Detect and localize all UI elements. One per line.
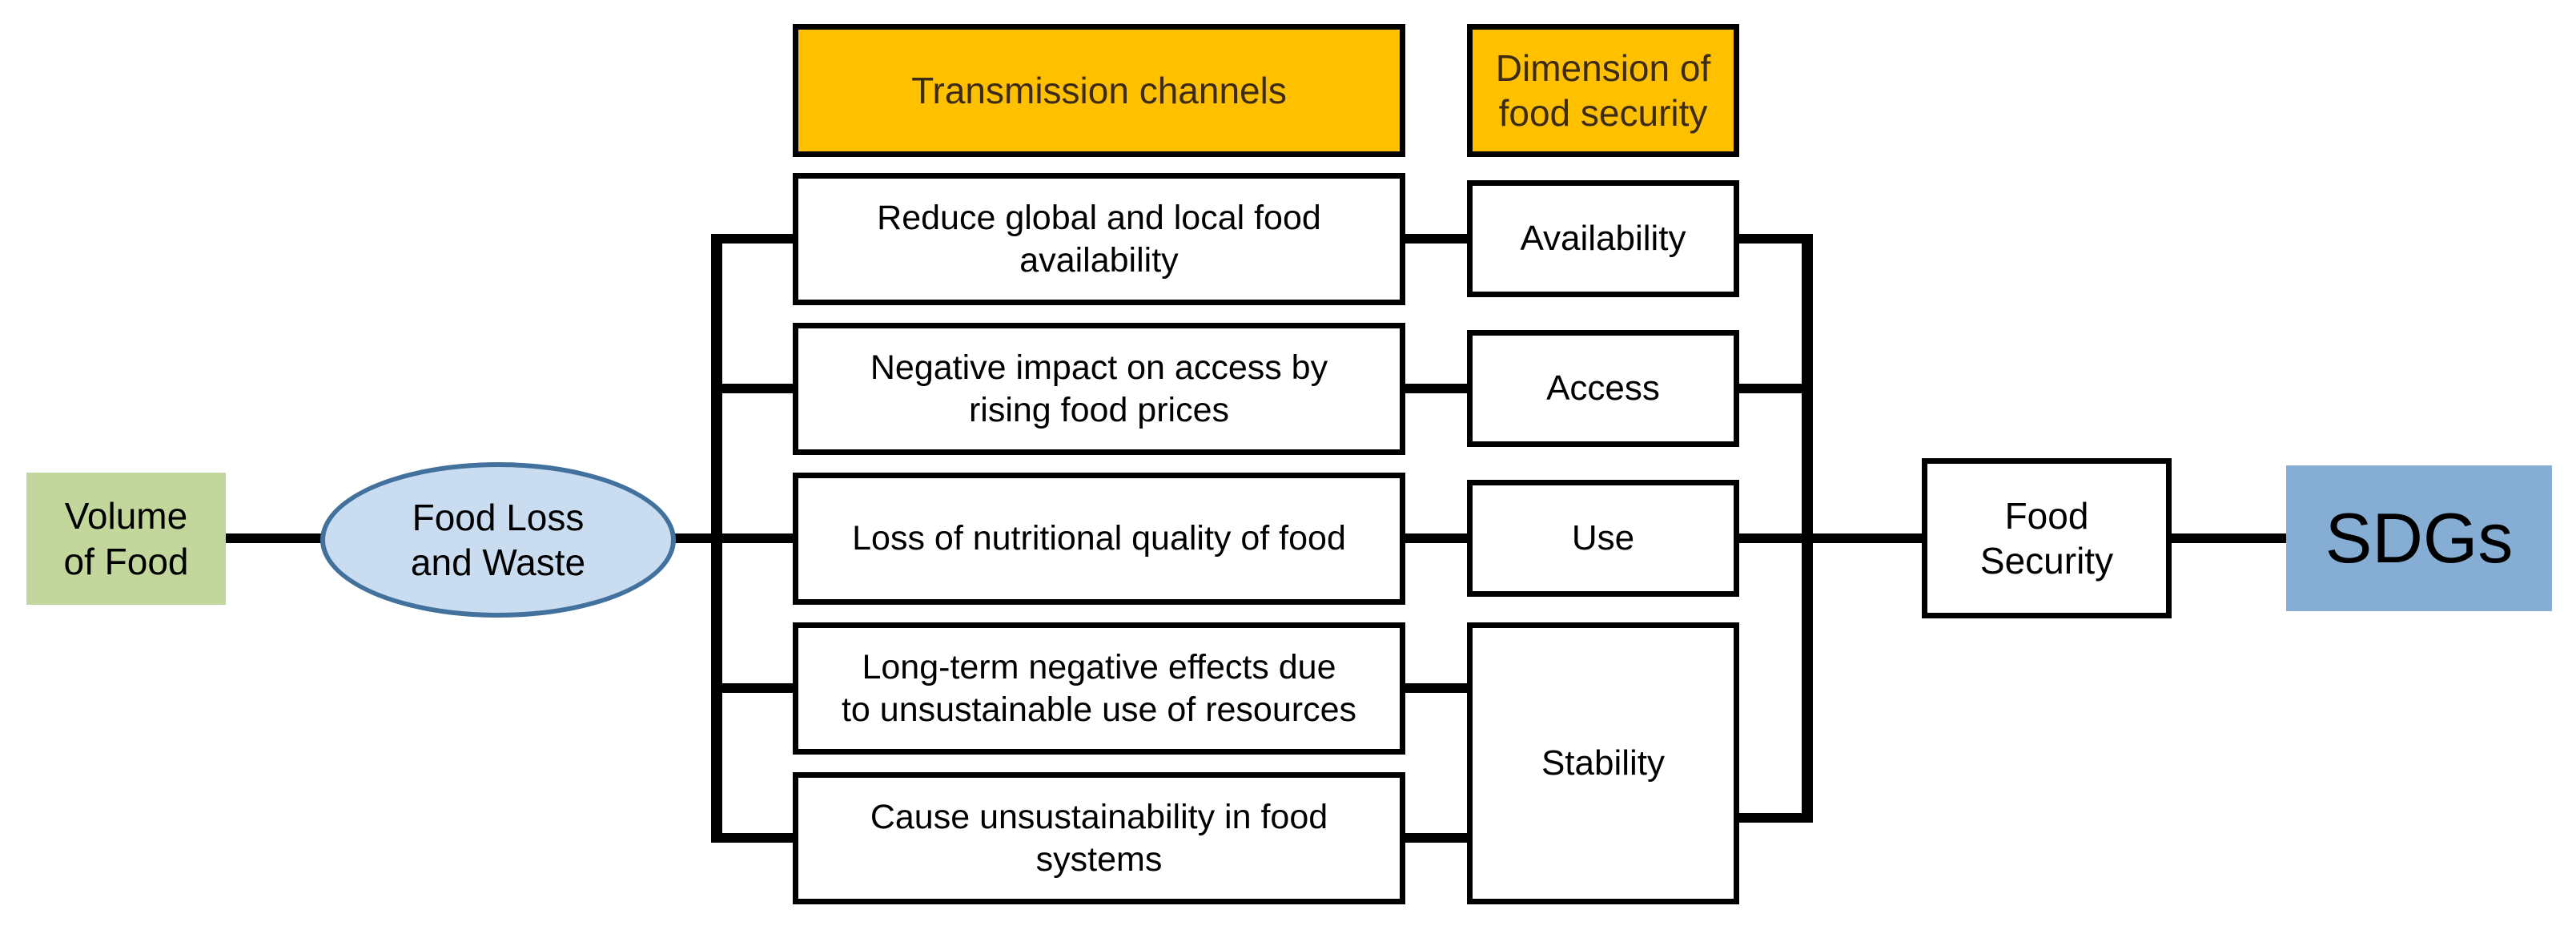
channel-row-4: Long-term negative effects due to unsust… [793,622,1405,755]
connector-use-food-security [1738,533,1922,543]
sdgs-label: SDGs [2325,498,2514,578]
dimension-of-food-security-header-label: Dimension of food security [1495,46,1711,134]
channel-4-label: Long-term negative effects due to unsust… [841,648,1356,729]
channel-2-label: Negative impact on access by rising food… [870,348,1328,429]
stub-stability-spine [1738,813,1808,823]
node-food-loss-and-waste: Food Loss and Waste [320,462,676,618]
stub-spine-channel-4 [721,683,793,693]
stub-spine-channel-1 [721,234,793,244]
channel-row-5: Cause unsustainability in food systems [793,772,1405,904]
channel-row-2: Negative impact on access by rising food… [793,323,1405,455]
stub-spine-channel-2 [721,384,793,393]
channel-5-label: Cause unsustainability in food systems [870,798,1328,879]
stub-availability-spine [1738,234,1808,244]
node-sdgs: SDGs [2286,465,2552,611]
dimension-access: Access [1467,330,1739,447]
header-dimension-of-food-security: Dimension of food security [1467,24,1739,157]
dimension-availability: Availability [1467,180,1739,297]
header-transmission-channels: Transmission channels [793,24,1405,157]
connector-channel5-stability [1404,833,1468,843]
connector-flw-channels [671,533,793,543]
availability-label: Availability [1520,219,1686,259]
right-spine [1802,234,1813,823]
connector-volume-flw [224,533,322,543]
channel-row-3: Loss of nutritional quality of food [793,473,1405,605]
channel-1-label: Reduce global and local food availabilit… [877,199,1321,280]
node-volume-of-food: Volume of Food [26,473,226,605]
stub-spine-channel-5 [721,833,793,843]
connector-channel4-stability [1404,683,1468,693]
food-loss-and-waste-label: Food Loss and Waste [410,496,586,583]
transmission-channels-header-label: Transmission channels [911,69,1287,111]
left-spine [711,234,722,843]
channel-row-1: Reduce global and local food availabilit… [793,173,1405,305]
dimension-use: Use [1467,480,1739,597]
access-label: Access [1546,368,1660,409]
connector-channel2-access [1404,384,1468,393]
volume-of-food-label: Volume of Food [63,495,189,582]
connector-channel3-use [1404,533,1468,543]
connector-channel1-availability [1404,234,1468,244]
dimension-stability: Stability [1467,622,1739,904]
stability-label: Stability [1541,743,1666,783]
channel-3-label: Loss of nutritional quality of food [852,519,1346,558]
node-food-security: Food Security [1922,458,2172,618]
stub-access-spine [1738,384,1808,393]
use-label: Use [1571,518,1635,558]
connector-food-security-sdgs [2170,533,2288,543]
food-security-label: Food Security [1979,494,2114,582]
